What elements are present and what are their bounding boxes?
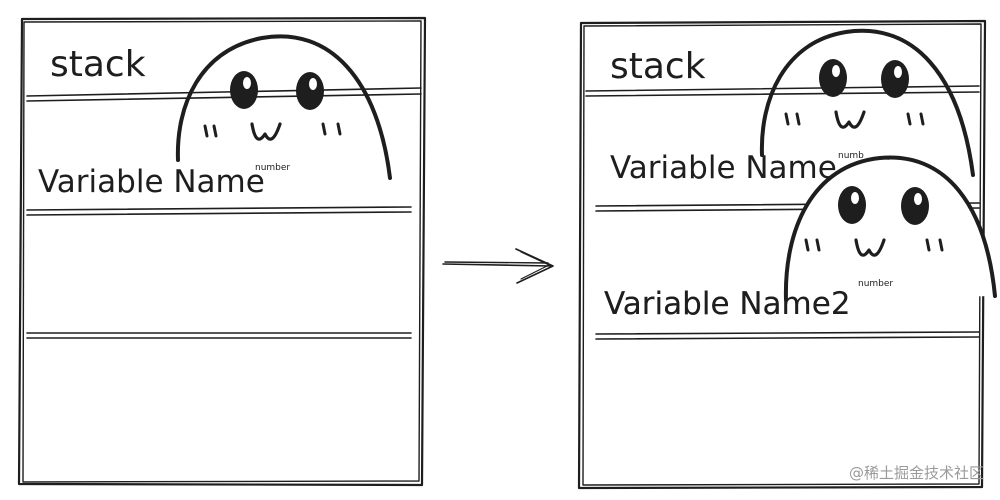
ghost-blush-right	[321, 122, 342, 136]
left-frame-inner	[22, 20, 422, 483]
ghost-eye-right	[901, 187, 929, 225]
ghost-blush-right	[925, 238, 944, 252]
right-stack-title: stack	[610, 46, 706, 87]
right-divider-3b	[595, 336, 980, 340]
mascot-ghost-icon	[759, 28, 975, 177]
ghost-outline	[759, 28, 975, 177]
ghost-blush-left	[804, 238, 821, 252]
left-frame	[17, 16, 427, 487]
left-stack-title: stack	[50, 44, 146, 85]
left-variable-type: number	[255, 163, 290, 173]
right-variable-type-2-overlay: number	[858, 279, 893, 289]
left-divider-1b	[26, 93, 422, 102]
right-variable-type-1: numb	[838, 151, 864, 161]
right-frame-inner	[582, 23, 982, 486]
arrow-shaft	[442, 263, 553, 267]
right-divider-1b	[585, 91, 980, 97]
ghost-mouth	[250, 122, 282, 141]
transition-arrow-icon	[442, 248, 554, 284]
ghost-blush-left	[203, 124, 218, 138]
right-divider-3a	[595, 331, 980, 335]
ghost-blush-right	[906, 112, 925, 126]
left-divider-2b	[26, 211, 412, 216]
left-variable-name: Variable Name	[38, 164, 265, 200]
right-variable-name-1: Variable Name	[610, 150, 837, 186]
mascot-ghost-icon	[175, 34, 392, 180]
right-stack-panel: stack Variable Name numb Variable Name2 …	[577, 19, 997, 490]
ghost-blush-left	[784, 112, 801, 126]
right-divider-1a	[585, 85, 980, 92]
ghost-outline	[175, 34, 392, 180]
mascot-ghost-icon	[783, 155, 997, 302]
ghost-eye-right	[881, 60, 909, 98]
right-variable-name-2-overlay: Variable Name2	[604, 286, 851, 322]
left-stack-panel: stack Variable Name number	[17, 16, 427, 487]
ghost-eye-left	[838, 186, 866, 224]
ghost-mouth	[834, 110, 866, 129]
left-divider-1a	[26, 87, 422, 97]
watermark-text: @稀土掘金技术社区	[849, 464, 984, 482]
ghost-eye-right	[296, 72, 324, 110]
right-frame	[577, 19, 987, 490]
ghost-eye-left	[230, 71, 258, 109]
ghost-mouth	[854, 238, 886, 257]
ghost-eye-left	[819, 59, 847, 97]
arrow-head	[515, 248, 554, 284]
left-divider-2a	[26, 206, 412, 211]
ghost-outline	[783, 155, 997, 302]
